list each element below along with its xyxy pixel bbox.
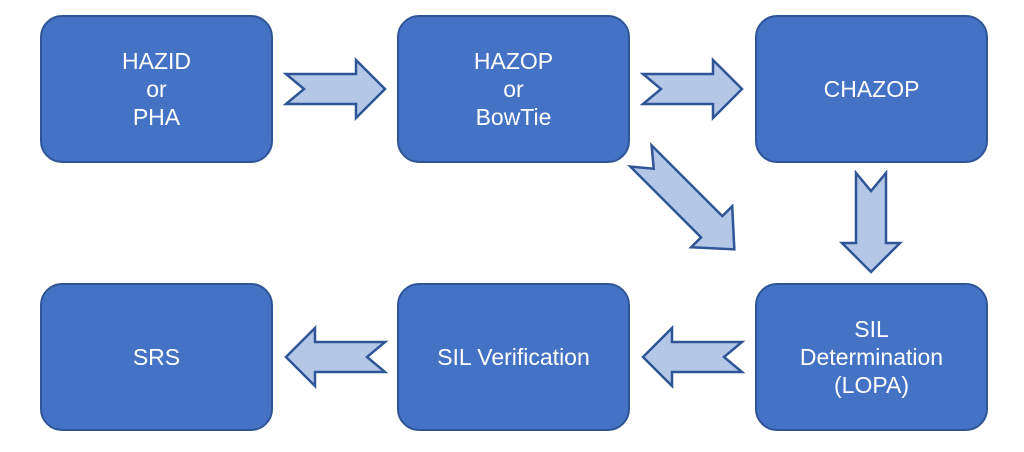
node-srs: SRS	[40, 283, 273, 431]
node-sil-determination: SIL Determination (LOPA)	[755, 283, 988, 431]
arrow-hazop-to-sil-determination	[627, 142, 736, 251]
node-sil-verification: SIL Verification	[397, 283, 630, 431]
arrow-hazid-to-hazop	[282, 56, 387, 122]
arrow-chazop-to-sil-determination	[838, 169, 904, 274]
node-hazop: HAZOP or BowTie	[397, 15, 630, 163]
node-hazid: HAZID or PHA	[40, 15, 273, 163]
arrow-hazop-to-chazop	[639, 56, 744, 122]
arrow-sil-verification-to-srs	[284, 324, 389, 390]
arrow-sil-determination-to-sil-verification	[641, 324, 746, 390]
node-chazop: CHAZOP	[755, 15, 988, 163]
